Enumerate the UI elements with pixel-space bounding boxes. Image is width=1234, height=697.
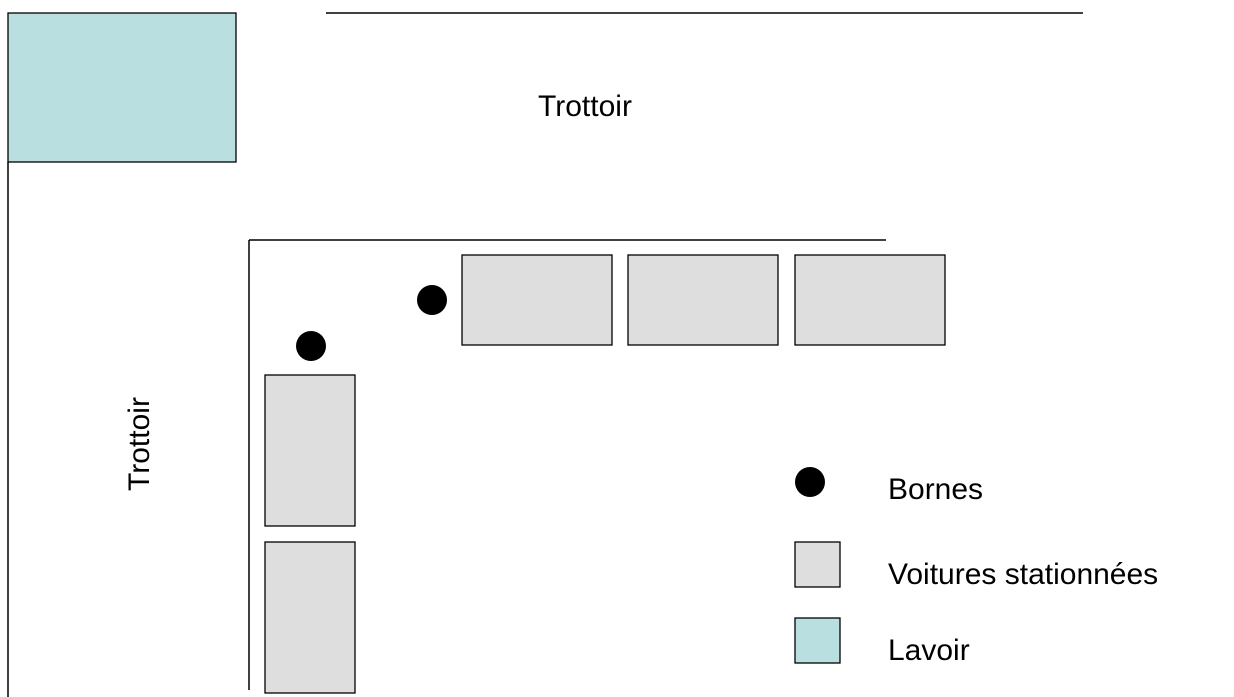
legend-car-swatch	[794, 541, 841, 588]
legend-label-lavoir: Lavoir	[888, 634, 970, 667]
legend-label-voitures: Voitures stationnées	[888, 558, 1158, 591]
parked-car	[627, 254, 779, 346]
bollard	[296, 331, 326, 361]
sidewalk-top-label: Trottoir	[538, 90, 632, 123]
legend-bollard-swatch	[795, 467, 825, 497]
legend-label-bornes: Bornes	[888, 473, 983, 506]
parked-car	[264, 541, 356, 694]
lavoir-block	[7, 12, 237, 163]
parked-car	[461, 254, 613, 346]
legend-lavoir-swatch	[794, 617, 841, 664]
sidewalk-left-label: Trottoir	[123, 397, 156, 491]
parked-car	[264, 374, 356, 527]
bollard	[417, 285, 447, 315]
legend: Bornes Voitures stationnées Lavoir	[794, 467, 1158, 667]
parked-car	[794, 254, 946, 346]
